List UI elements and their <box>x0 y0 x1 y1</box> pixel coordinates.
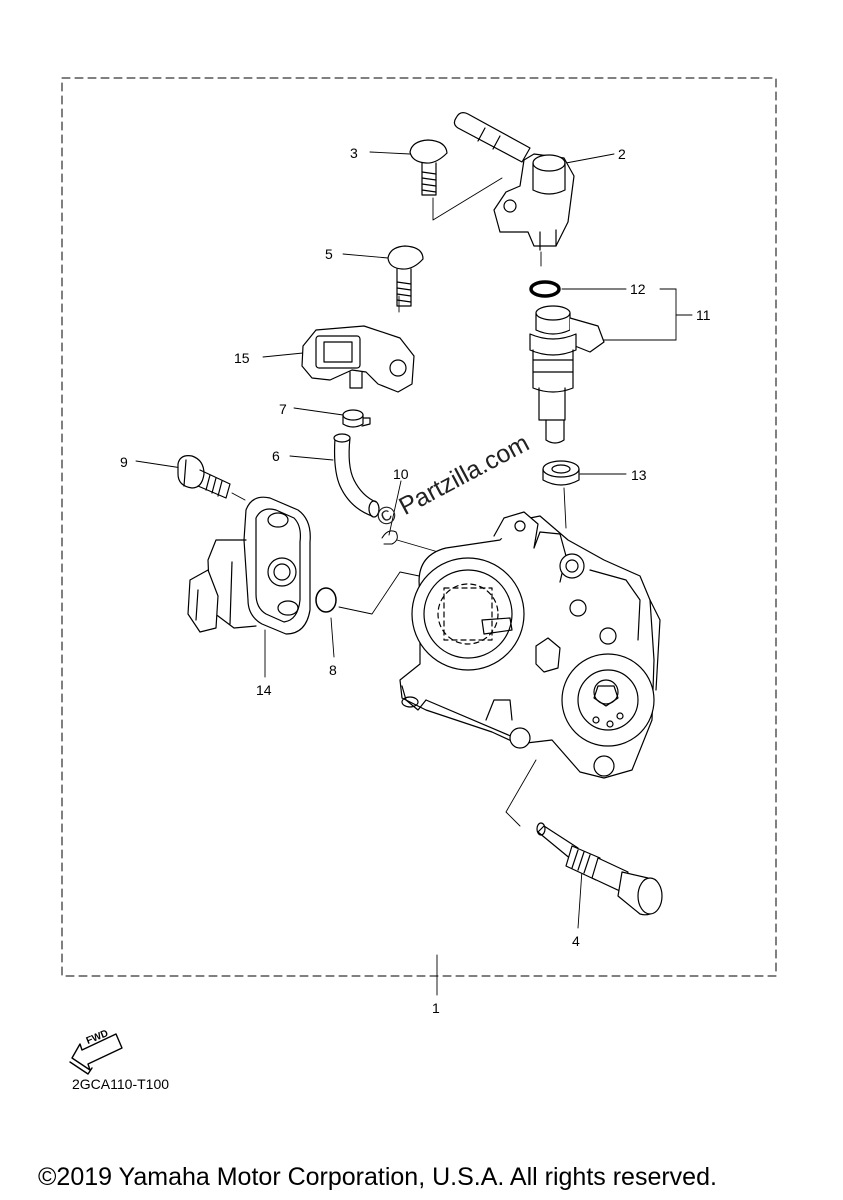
throttle-sensor-14 <box>187 496 311 635</box>
screw-9 <box>177 455 231 499</box>
hose-6 <box>333 433 380 518</box>
callout-12: 12 <box>630 281 646 297</box>
screw-5 <box>387 245 424 307</box>
copyright-notice: ©2019 Yamaha Motor Corporation, U.S.A. A… <box>38 1163 717 1191</box>
screw-3 <box>409 139 448 196</box>
diagram-code: 2GCA110-T100 <box>72 1076 170 1092</box>
callout-2: 2 <box>618 146 626 162</box>
throttle-body-1 <box>399 511 661 779</box>
o-ring-12 <box>529 280 561 298</box>
clip-10 <box>381 530 398 545</box>
callout-3: 3 <box>350 145 358 161</box>
callout-14: 14 <box>256 682 272 698</box>
idle-screw-4 <box>536 822 663 916</box>
pressure-sensor-15 <box>301 325 415 393</box>
callout-9: 9 <box>120 454 128 470</box>
callout-7: 7 <box>279 401 287 417</box>
clip-7 <box>342 409 371 428</box>
o-ring-8 <box>315 587 337 613</box>
assembly-border <box>61 77 777 977</box>
fuel-hose-joint-2 <box>453 112 575 251</box>
callout-6: 6 <box>272 448 280 464</box>
callout-10: 10 <box>393 466 409 482</box>
callout-5: 5 <box>325 246 333 262</box>
callout-13: 13 <box>631 467 647 483</box>
callout-4: 4 <box>572 933 580 949</box>
leader-lines <box>135 151 693 996</box>
fuel-injector-11 <box>529 305 605 444</box>
callout-8: 8 <box>329 662 337 678</box>
grommet-13 <box>542 460 580 486</box>
fwd-arrow-icon <box>69 1033 123 1075</box>
callout-11: 11 <box>696 307 711 323</box>
callout-15: 15 <box>234 350 250 366</box>
callout-1: 1 <box>432 1000 440 1016</box>
